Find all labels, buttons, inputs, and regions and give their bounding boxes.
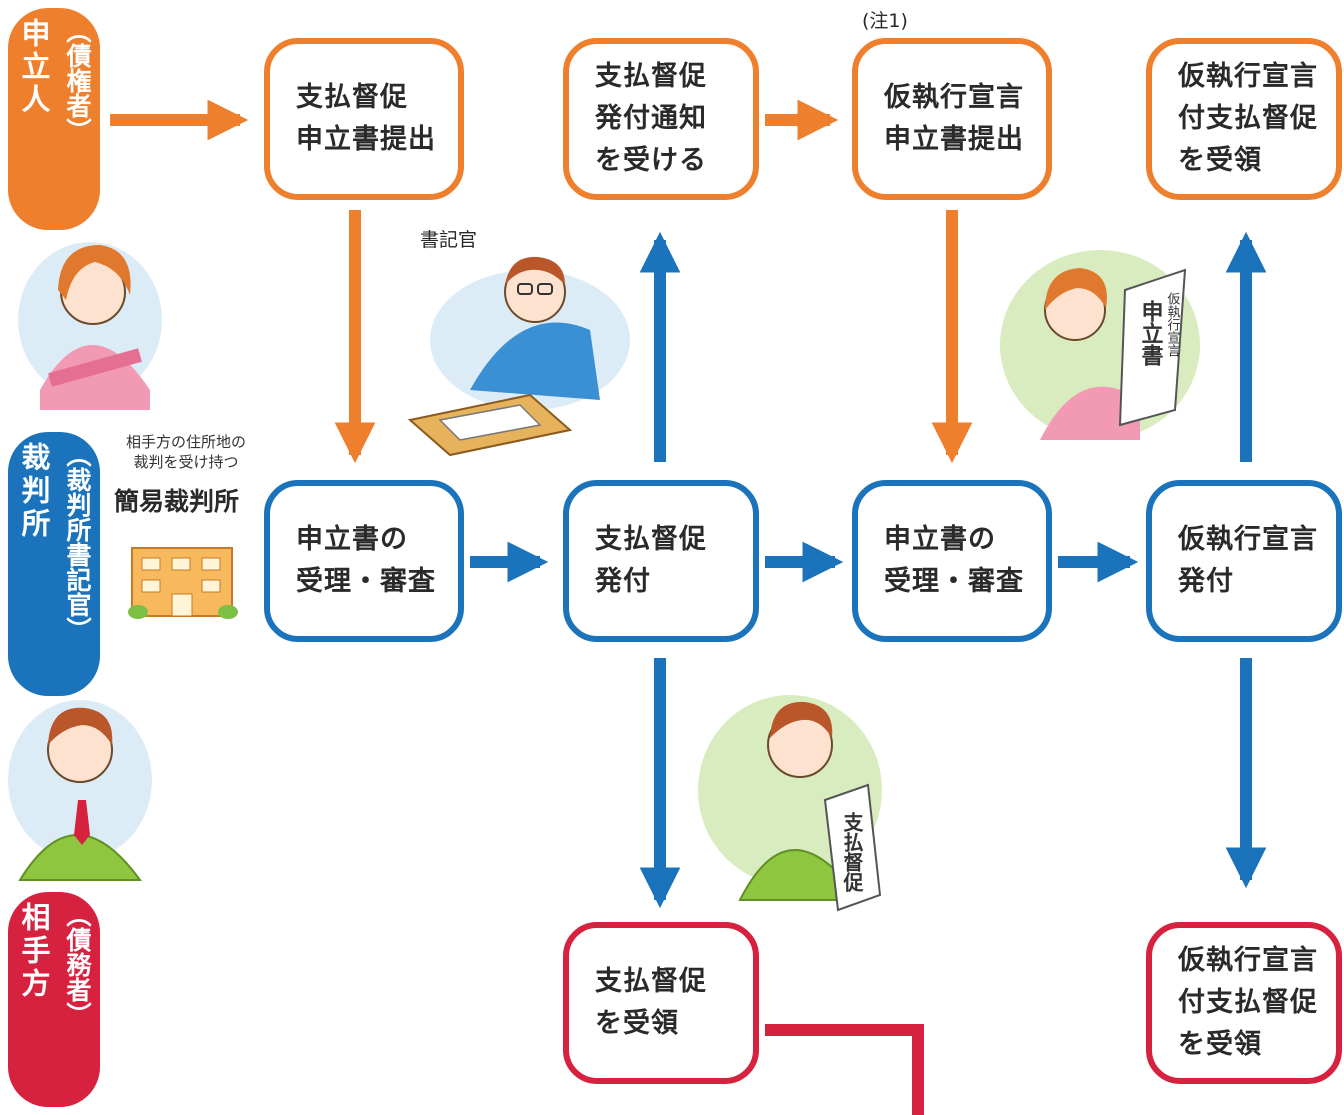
step-c1-review: 申立書の 受理・審査	[264, 480, 464, 642]
lane-applicant-main: 申立人	[17, 18, 51, 117]
arrows	[110, 99, 1267, 1115]
lane-respondent-sub: （債務者）	[63, 902, 92, 1027]
clerk-writing-illustration	[407, 256, 630, 457]
lane-respondent-tab: 相手方 （債務者）	[8, 892, 100, 1107]
court-name: 簡易裁判所	[114, 487, 240, 516]
step-c4-issue-provisional: 仮執行宣言 発付	[1146, 480, 1342, 642]
arrow-r1-continue	[765, 1024, 924, 1115]
man-worried-illustration	[8, 700, 152, 881]
step-r2-receive-provisional-order: 仮執行宣言 付支払督促 を受領	[1146, 922, 1342, 1084]
step-c3-review: 申立書の 受理・審査	[852, 480, 1052, 642]
step-r1-receive-order: 支払督促 を受領	[563, 922, 759, 1084]
clerk-label: 書記官	[420, 229, 478, 251]
lane-court-tab: 裁判所 （裁判所書記官）	[8, 432, 100, 696]
note-1: (注1)	[862, 10, 908, 32]
woman-arms-crossed-illustration	[18, 242, 162, 410]
step-a1-petition-submit: 支払督促 申立書提出	[264, 38, 464, 200]
lane-court-sub: （裁判所書記官）	[63, 442, 92, 642]
step-a2-receive-notice: 支払督促 発付通知 を受ける	[563, 38, 759, 200]
courthouse-building-illustration	[128, 547, 238, 619]
lane-applicant-tab: 申立人 （債権者）	[8, 8, 100, 230]
lane-court-main: 裁判所	[17, 442, 51, 541]
doc2-text-small: 仮執行宣言	[1165, 292, 1181, 357]
woman-holding-document-illustration: 仮執行宣言 申立書	[1000, 250, 1200, 440]
lane-applicant-sub: （債権者）	[63, 18, 92, 143]
step-c2-issue-order: 支払督促 発付	[563, 480, 759, 642]
lane-respondent-main: 相手方	[17, 902, 51, 1001]
man-reading-document-illustration: 支払督促	[698, 695, 882, 912]
step-a4-receive-provisional: 仮執行宣言 付支払督促 を受領	[1146, 38, 1342, 200]
doc-text-vertical: 支払督促	[840, 811, 864, 893]
doc2-text-big: 申立書	[1138, 300, 1164, 367]
step-a3-provisional-petition: 仮執行宣言 申立書提出	[852, 38, 1052, 200]
court-note: 相手方の住所地の 裁判を受け持つ	[125, 433, 246, 471]
